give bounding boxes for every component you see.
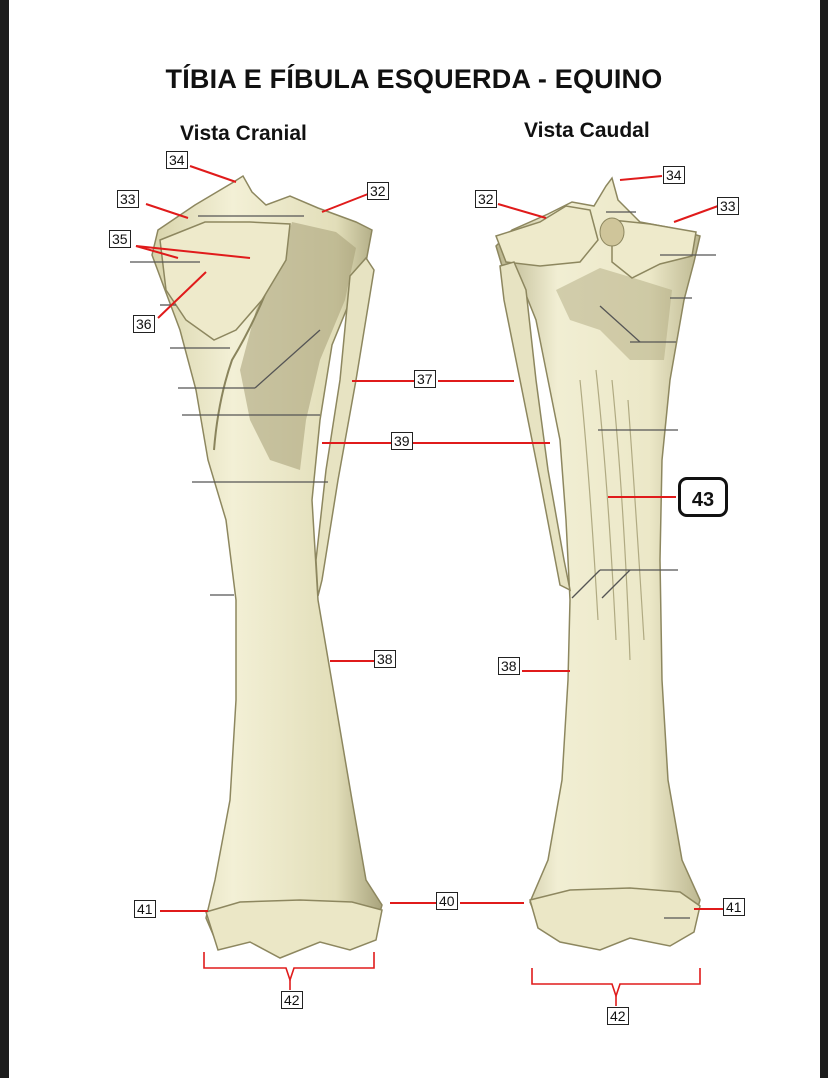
page-title: TÍBIA E FÍBULA ESQUERDA - EQUINO <box>165 64 663 94</box>
muscle-lines-caudal <box>579 369 645 661</box>
label-43: 43 <box>678 477 728 517</box>
tibia-cranial-view <box>130 174 383 959</box>
label-32-caudal: 32 <box>475 190 497 208</box>
tibia-caudal-condyle <box>495 205 599 267</box>
label-35: 35 <box>109 230 131 248</box>
tibia-cranial-distal <box>205 899 383 959</box>
guide-lines-cranial <box>130 215 328 596</box>
label-41-cranial: 41 <box>134 900 156 918</box>
label-42-caudal: 42 <box>607 1007 629 1025</box>
tibia-caudal-view <box>495 176 716 951</box>
label-34-caudal: 34 <box>663 166 685 184</box>
tibia-caudal-shape <box>495 176 701 949</box>
label-33-caudal: 33 <box>717 197 739 215</box>
label-32-cranial: 32 <box>367 182 389 200</box>
label-34-cranial: 34 <box>166 151 188 169</box>
label-39: 39 <box>391 432 413 450</box>
label-38-cranial: 38 <box>374 650 396 668</box>
tibia-caudal-shadow <box>556 268 672 360</box>
tibia-caudal-distal <box>529 887 701 951</box>
label-41-caudal: 41 <box>723 898 745 916</box>
bracket-42-right <box>531 968 701 1006</box>
bracket-42-left <box>203 952 375 990</box>
label-36: 36 <box>133 315 155 333</box>
label-33-cranial: 33 <box>117 190 139 208</box>
tibia-caudal-condyle-lateral <box>611 219 697 279</box>
leader-lines <box>135 165 724 912</box>
label-40: 40 <box>436 892 458 910</box>
fibula-cranial-shape <box>315 256 375 597</box>
fibula-caudal-shape <box>499 261 572 592</box>
popliteal-notch <box>599 217 625 247</box>
guide-lines-caudal <box>571 211 716 919</box>
tibia-cranial-shape <box>151 174 383 956</box>
view-title-caudal: Vista Caudal <box>524 119 650 142</box>
view-title-cranial: Vista Cranial <box>180 122 307 145</box>
label-37: 37 <box>414 370 436 388</box>
label-42-cranial: 42 <box>281 991 303 1009</box>
label-38-caudal: 38 <box>498 657 520 675</box>
